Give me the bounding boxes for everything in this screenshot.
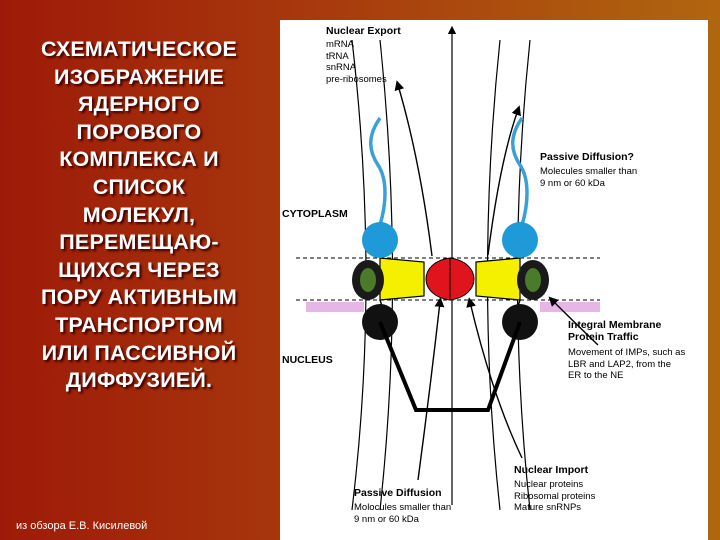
spoke-right [475,257,521,301]
central-plug-right [449,257,475,301]
membrane-segment-right [540,302,600,312]
nuclear-import-heading: Nuclear Import [514,464,589,476]
source-credit: из обзора Е.В. Кисилевой [16,520,148,532]
integral-membrane-arrow [548,296,599,346]
nuclear-export-items: mRNA tRNA snRNA pre-ribosomes [326,39,387,85]
passive-diffusion-bottom-arrow [417,297,445,481]
filament-left [369,116,387,226]
passive-diffusion-top-heading: Passive Diffusion? [540,151,634,163]
cytoplasmic-ring-right [502,222,538,258]
slide-title: СХЕМАТИЧЕСКОЕ ИЗОБРАЖЕНИЕ ЯДЕРНОГО ПОРОВ… [40,37,238,393]
nuclear-export-heading: Nuclear Export [326,25,401,37]
cytoplasm-label: CYTOPLASM [282,208,348,220]
integral-membrane-text: Movement of IMPs, such as LBR and LAP2, … [568,347,686,381]
nucleus-label: NUCLEUS [282,354,333,366]
central-plug-left [425,257,451,301]
nuclear-export-arrow [394,80,433,257]
filament-right [511,116,529,226]
membrane-segment-left [306,302,364,312]
spoke-left [379,257,425,301]
nuclear-import-arrow [466,297,523,459]
nuclear-basket [378,321,522,412]
cytoplasmic-ring-left [362,222,398,258]
integral-membrane-heading: Integral Membrane Protein Traffic [568,319,662,343]
passive-diffusion-top-arrow [487,105,521,256]
passive-diffusion-bottom-text: Molocules smaller than 9 nm or 60 kDa [354,502,452,525]
passive-diffusion-top-text: Molecules smaller than 9 nm or 60 kDa [540,166,638,189]
nuclear-import-items: Nuclear proteins Ribosomal proteins Matu… [514,479,596,513]
passive-diffusion-bottom-heading: Passive Diffusion [354,487,442,499]
